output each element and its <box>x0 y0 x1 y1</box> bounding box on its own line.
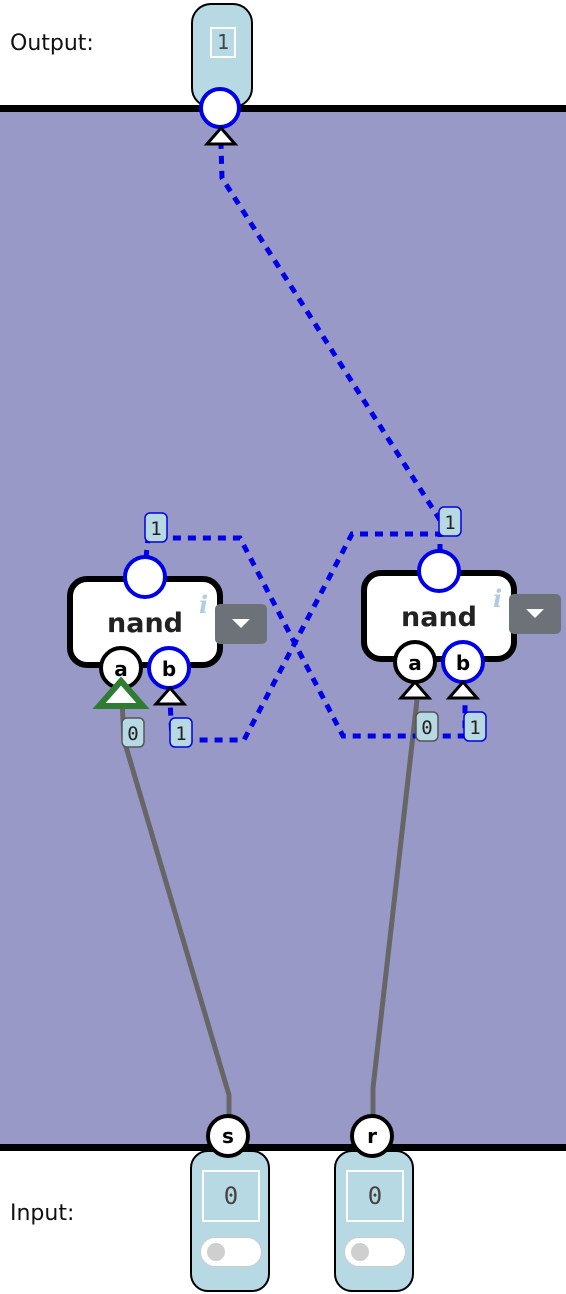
input-pill-r[interactable]: 0 <box>334 1150 414 1292</box>
gate-left-pin-b-label: b <box>162 657 176 681</box>
gate-menu-button-right[interactable] <box>509 594 561 634</box>
input-value-r: 0 <box>346 1170 404 1222</box>
wire-tag-gate-right-a-text: 0 <box>421 717 432 739</box>
gate-left-output-pin[interactable] <box>123 555 167 599</box>
toggle-knob <box>207 1243 225 1261</box>
input-pin-s[interactable] <box>206 1114 250 1158</box>
gate-right-pin-b-label: b <box>456 651 470 675</box>
input-strip-label: Input: <box>10 1201 75 1226</box>
input-pin-r[interactable] <box>350 1114 394 1158</box>
input-toggle-r[interactable] <box>344 1237 406 1267</box>
output-pin[interactable] <box>199 87 241 129</box>
output-input-arrow <box>203 125 239 146</box>
info-icon[interactable]: i <box>493 584 503 613</box>
nand-gate-right[interactable]: nand <box>361 570 517 662</box>
wire-gate-right-out-to-output[interactable] <box>218 144 446 536</box>
chevron-down-icon <box>526 609 544 618</box>
input-toggle-s[interactable] <box>200 1237 262 1267</box>
output-strip-label: Output: <box>10 31 94 56</box>
wire-s-to-gate-left-a[interactable] <box>119 699 232 1118</box>
wire-tag-gate-left-a <box>121 717 145 748</box>
wire-tag-gate-left-out-text: 1 <box>150 518 161 540</box>
wire-tag-gate-left-a-text: 0 <box>127 723 138 745</box>
input-divider <box>0 1144 566 1151</box>
gate-left-b-arrow <box>152 685 188 706</box>
gate-right-output-pin[interactable] <box>417 549 461 593</box>
output-divider <box>0 105 566 112</box>
chevron-down-icon <box>232 619 250 628</box>
info-icon[interactable]: i <box>199 590 209 619</box>
wire-tag-gate-right-out <box>438 506 462 537</box>
wire-tag-gate-right-b-text: 1 <box>469 717 480 739</box>
gate-label: nand <box>401 602 477 633</box>
wire-tag-gate-right-out-text: 1 <box>444 512 455 534</box>
gate-menu-button-left[interactable] <box>215 604 267 644</box>
wire-r-to-gate-right-a[interactable] <box>370 699 420 1118</box>
gate-right-b-arrow <box>445 679 481 700</box>
wire-gate-right-out-to-gate-left-b[interactable] <box>167 531 443 743</box>
output-value: 1 <box>210 27 236 58</box>
wire-tag-gate-right-b <box>463 711 487 742</box>
input-pill-s[interactable]: 0 <box>190 1150 270 1292</box>
gate-left-pin-a-label: a <box>114 657 128 681</box>
input-pin-r-label: r <box>367 1124 377 1148</box>
gate-label: nand <box>107 608 183 639</box>
input-value-s: 0 <box>202 1170 260 1222</box>
toggle-knob <box>351 1243 369 1261</box>
wire-tag-gate-right-a <box>415 711 439 742</box>
gate-right-pin-a-label: a <box>408 651 422 675</box>
wire-tag-gate-left-out <box>144 512 168 543</box>
wire-tag-gate-left-b <box>169 717 193 748</box>
gate-right-a-arrow <box>397 679 433 700</box>
wire-tag-gate-left-b-text: 1 <box>175 723 186 745</box>
input-pin-s-label: s <box>222 1124 234 1148</box>
gate-left-a-selected-arrow <box>92 676 150 709</box>
